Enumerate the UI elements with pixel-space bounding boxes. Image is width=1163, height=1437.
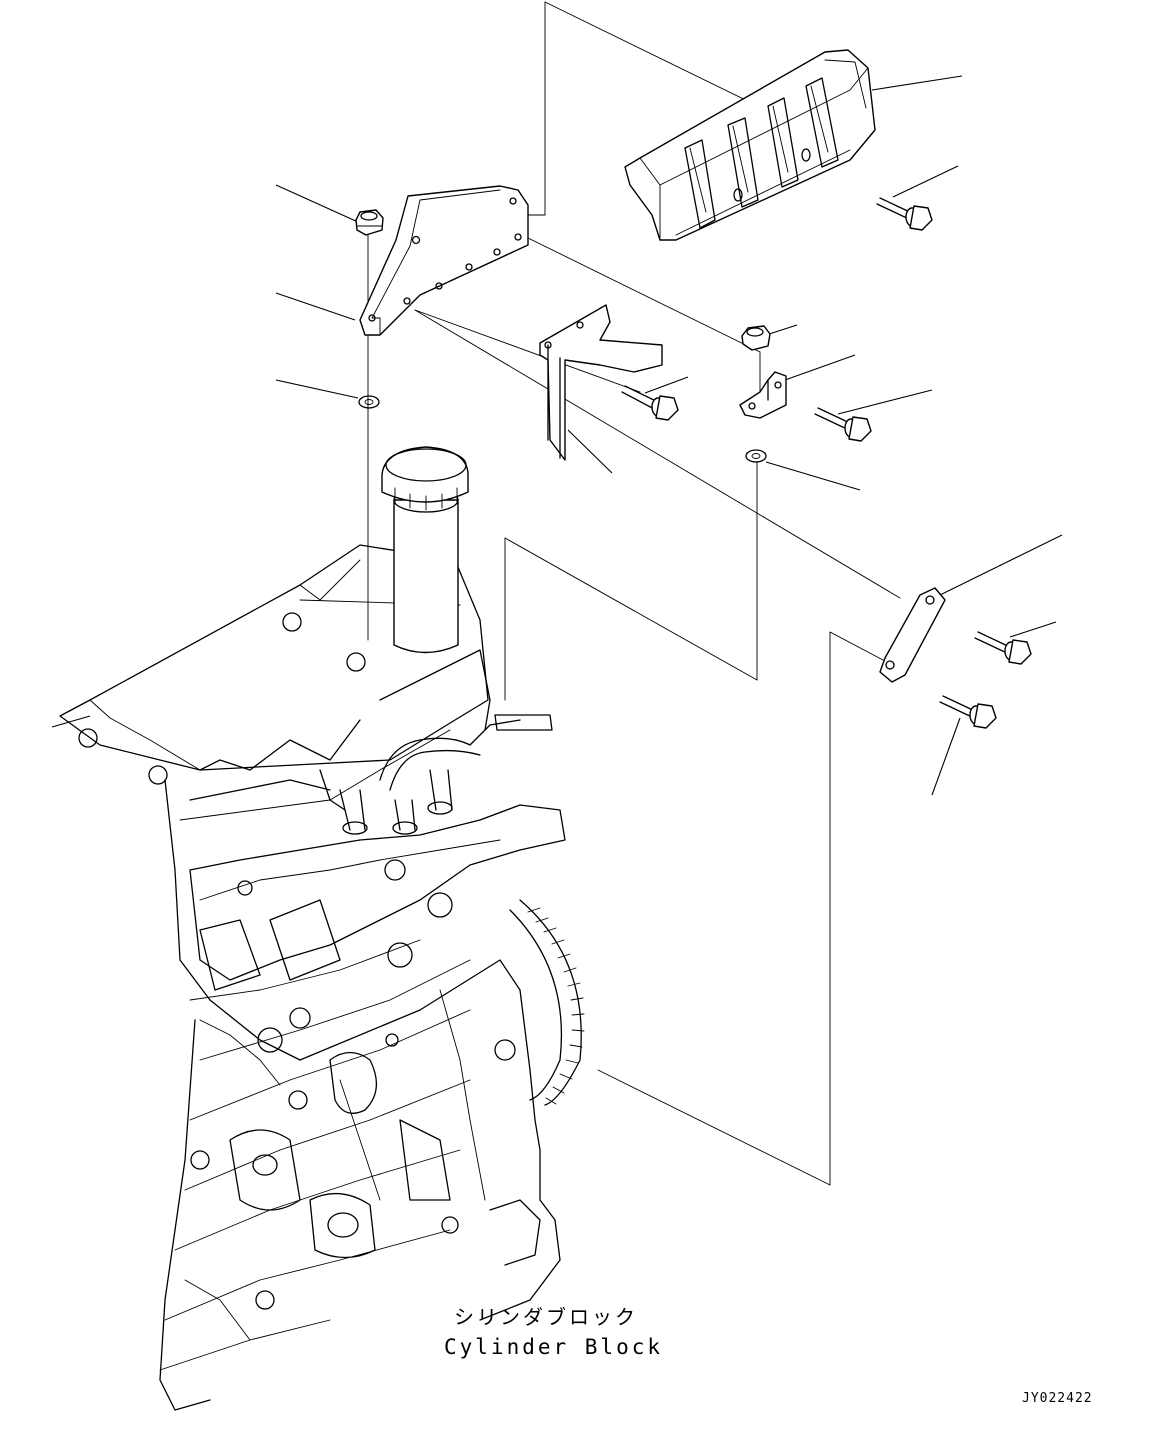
link-stay-icon [879,587,946,683]
plate-bracket-icon [539,304,663,461]
flange-nut-icon [741,325,771,351]
flange-bolt-icon [876,197,933,231]
caption-english: Cylinder Block [444,1335,664,1359]
washer-icon [358,395,380,409]
flange-nut-icon [355,209,384,236]
flange-bolt-icon [939,695,997,729]
flange-bolt-icon [814,407,872,442]
drawing-code: JY022422 [1022,1391,1093,1406]
mounting-bracket-icon [359,185,529,336]
caption-japanese: シリンダブロック [454,1305,638,1329]
washer-icon [745,449,767,463]
flange-bolt-icon [974,631,1032,665]
engine-cylinder-head-block-icon [59,446,585,1411]
heat-shield-cover-icon [624,49,876,241]
l-clip-icon [739,371,787,419]
flange-bolt-icon [621,385,679,421]
leader-lines [51,75,1063,796]
assembly-lines [367,1,901,1186]
